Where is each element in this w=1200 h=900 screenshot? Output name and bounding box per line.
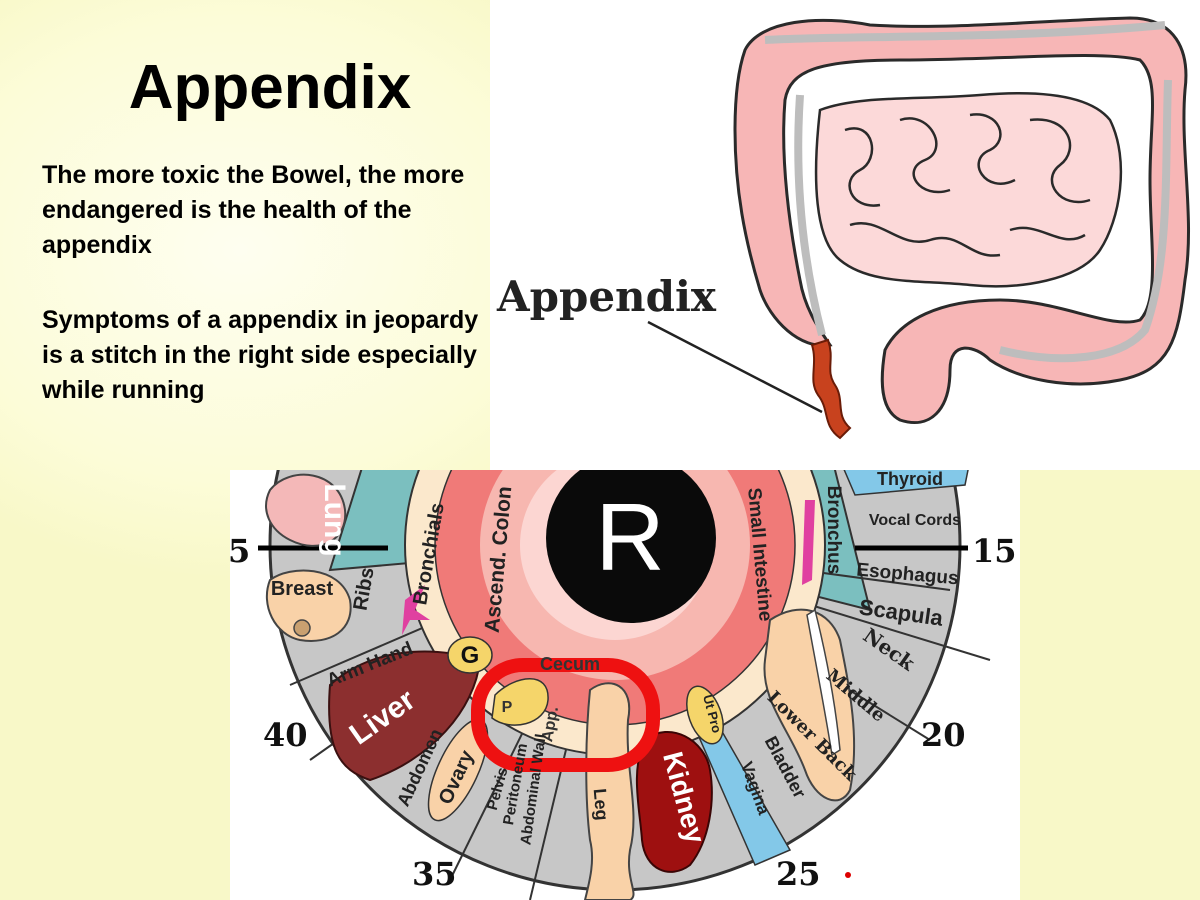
clock-number-5: 5: [228, 532, 251, 570]
teniae-band-top: [764, 21, 1166, 44]
kidney-shape: [635, 730, 713, 873]
label-p: P: [502, 699, 513, 716]
thyroid-zone: [843, 470, 969, 496]
appendix-highlight-ring: [471, 658, 660, 772]
label-leg: Leg: [590, 788, 613, 822]
label-thyroid: Thyroid: [877, 470, 943, 489]
pancreas-shape: [491, 678, 549, 726]
gallbladder-shape: [447, 636, 493, 674]
clock-number-25: 25: [776, 855, 821, 893]
nipple-icon: [293, 619, 311, 637]
appendix-callout-line: [647, 320, 823, 414]
spine-shape: [806, 608, 841, 757]
leg-shape: [583, 682, 635, 900]
teniae-band-right: [999, 79, 1172, 363]
intestine-illustration: [647, 16, 1190, 440]
slide-title: Appendix: [128, 53, 412, 122]
teniae-band-left: [794, 94, 826, 337]
lung-shape: [265, 473, 347, 547]
ut-pro-shape: [686, 685, 724, 745]
pupil: [546, 470, 716, 623]
label-g: G: [461, 642, 480, 669]
clock-number-40: 40: [263, 716, 308, 754]
clock-number-15: 15: [972, 532, 1017, 570]
paragraph-symptoms: Symptoms of a appendix in jeopardy is a …: [42, 306, 479, 404]
marker-dot: [845, 872, 851, 878]
label-bronchus: Bronchus: [823, 486, 844, 575]
bronchial-icon: [402, 585, 430, 635]
iris-chart: R Lung Bronchials Ascend. Colon Small In…: [230, 470, 1020, 900]
appendix: [810, 338, 852, 440]
paragraph-bowel: The more toxic the Bowel, the more endan…: [42, 161, 465, 259]
breast-shape: [265, 569, 352, 642]
center-letter: R: [595, 484, 664, 591]
liver-shape: [328, 650, 482, 782]
clock-number-20: 20: [921, 716, 966, 754]
label-breast: Breast: [271, 578, 334, 600]
label-lung: Lung: [318, 483, 351, 556]
large-intestine: [733, 16, 1190, 424]
clock-number-35: 35: [412, 855, 457, 893]
bronchus-strip: [802, 500, 815, 585]
label-app: App.: [539, 705, 562, 743]
small-intestine: [814, 92, 1123, 288]
small-intestine-folds: [844, 113, 1091, 257]
label-cecum: Cecum: [540, 654, 600, 674]
label-vocal-cords: Vocal Cords: [869, 512, 961, 529]
appendix-callout-label: Appendix: [497, 272, 716, 321]
